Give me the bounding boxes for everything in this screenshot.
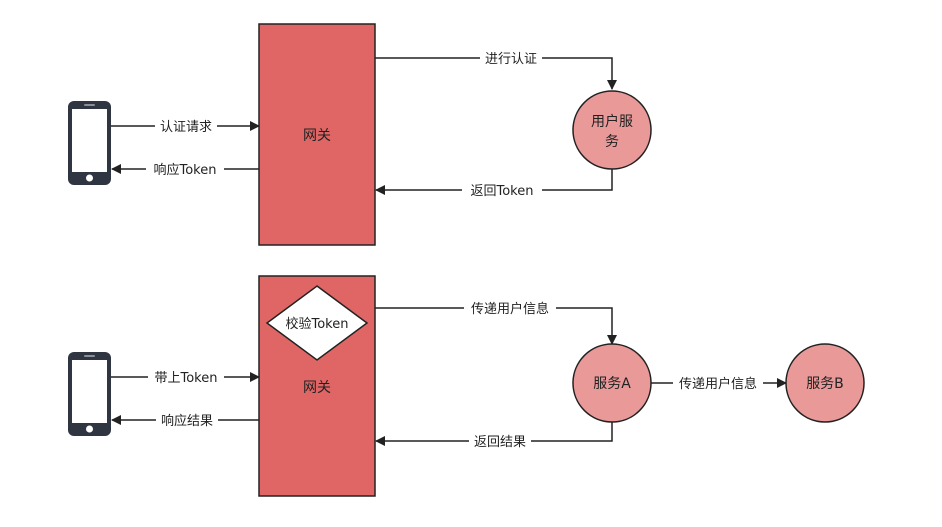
phone-home-button xyxy=(86,425,93,433)
service-a-label: 服务A xyxy=(593,376,631,392)
response-result-label: 响应结果 xyxy=(161,413,213,429)
pass-user-info-arrow xyxy=(375,307,617,345)
service-b-node xyxy=(785,343,865,423)
return-result-arrow xyxy=(375,422,613,446)
return-token-arrow xyxy=(375,169,613,195)
top-gateway-box xyxy=(258,23,376,246)
user-service-label-line1: 用户服 xyxy=(591,113,633,130)
user-service-node xyxy=(572,90,652,170)
bottom-phone-icon xyxy=(68,352,111,436)
do-auth-label: 进行认证 xyxy=(485,52,537,67)
top-gateway-label: 网关 xyxy=(303,128,331,144)
service-b-label: 服务B xyxy=(806,376,844,392)
verify-token-decision xyxy=(265,285,369,361)
pass-user-info-2-label: 传递用户信息 xyxy=(679,376,757,392)
phone-speaker xyxy=(84,355,95,357)
phone-screen xyxy=(72,360,107,423)
verify-token-label: 校验Token xyxy=(286,316,349,332)
phone-speaker xyxy=(84,104,95,106)
top-phone-icon xyxy=(68,101,111,185)
return-token-label: 返回Token xyxy=(471,184,534,199)
phone-home-button xyxy=(86,174,93,182)
response-token-label: 响应Token xyxy=(154,162,217,178)
bottom-gateway-label: 网关 xyxy=(303,380,331,396)
pass-user-info-label: 传递用户信息 xyxy=(471,301,549,317)
phone-screen xyxy=(72,109,107,172)
user-service-label-line2: 务 xyxy=(605,134,619,150)
return-result-label: 返回结果 xyxy=(474,435,526,450)
do-auth-arrow xyxy=(375,57,617,90)
with-token-label: 带上Token xyxy=(155,371,218,386)
auth-request-label: 认证请求 xyxy=(160,120,212,135)
